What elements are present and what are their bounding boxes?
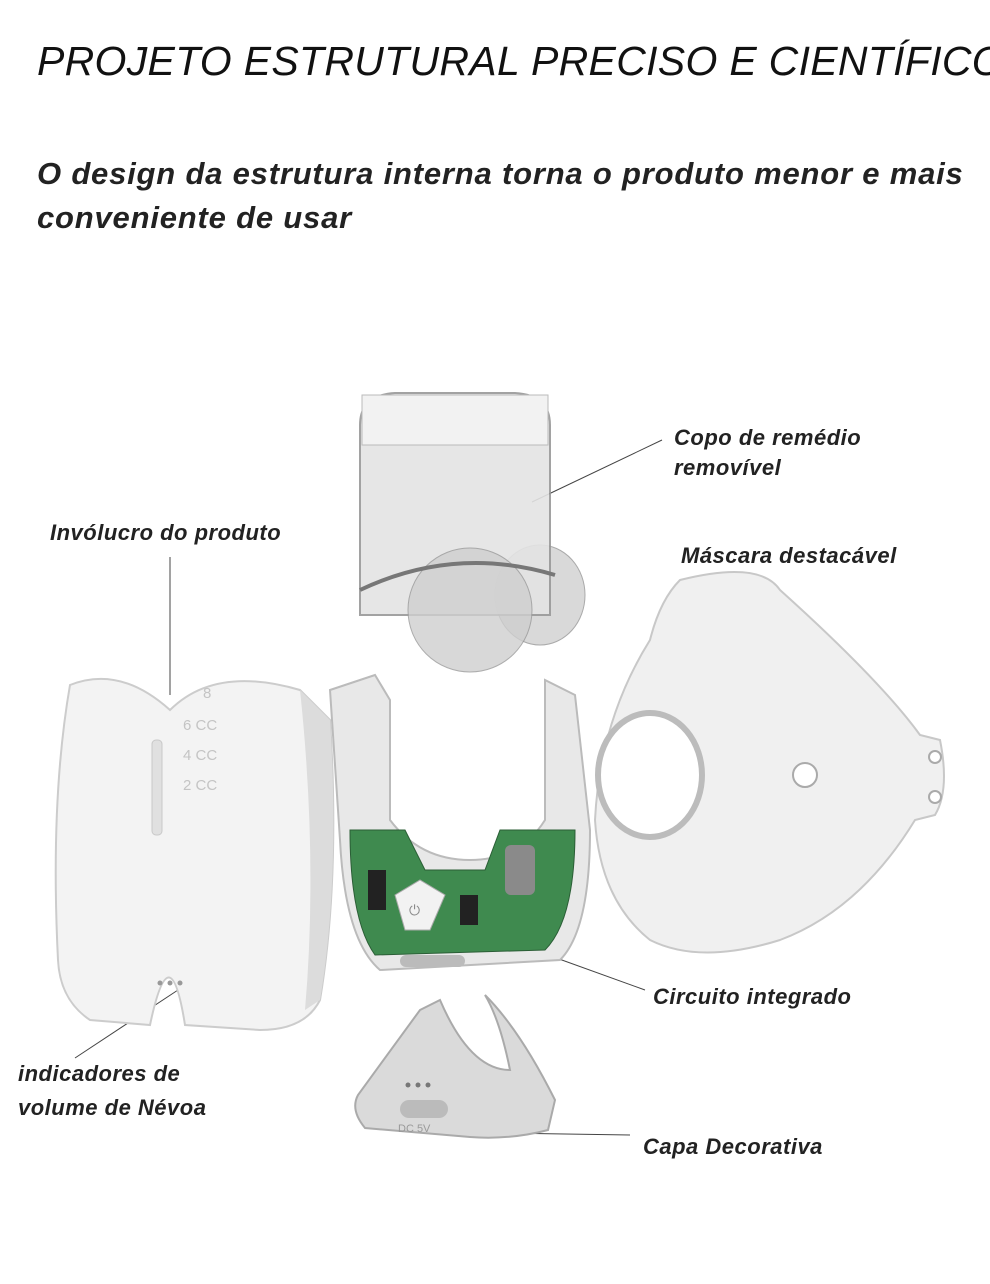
- circuit-board-image: ⏻: [328, 673, 592, 972]
- marking-8: 8: [203, 685, 211, 702]
- decorative-cap-image: DC 5V: [354, 994, 557, 1139]
- page-title: PROJETO ESTRUTURAL PRECISO E CIENTÍFICO: [37, 38, 990, 84]
- label-circuit: Circuito integrado: [653, 984, 852, 1009]
- label-medicine-cup: Copo de remédio removível: [674, 425, 862, 480]
- label-housing: Invólucro do produto: [50, 520, 282, 545]
- product-housing-image: 8 6 CC 4 CC 2 CC: [54, 677, 335, 1032]
- marking-2cc: 2 CC: [183, 777, 217, 794]
- label-mask: Máscara destacável: [681, 543, 897, 568]
- marking-6cc: 6 CC: [183, 717, 217, 734]
- mask-image: [593, 571, 945, 954]
- medicine-cup-image: [359, 392, 586, 673]
- page-subtitle: O design da estrutura interna torna o pr…: [37, 156, 964, 235]
- marking-dc5v: DC 5V: [398, 1123, 431, 1135]
- label-mist-indicators: indicadores de volume de Névoa: [18, 1061, 207, 1120]
- marking-4cc: 4 CC: [183, 747, 217, 764]
- svg-text:⏻: ⏻: [409, 902, 420, 918]
- label-decorative-cap: Capa Decorativa: [643, 1134, 823, 1159]
